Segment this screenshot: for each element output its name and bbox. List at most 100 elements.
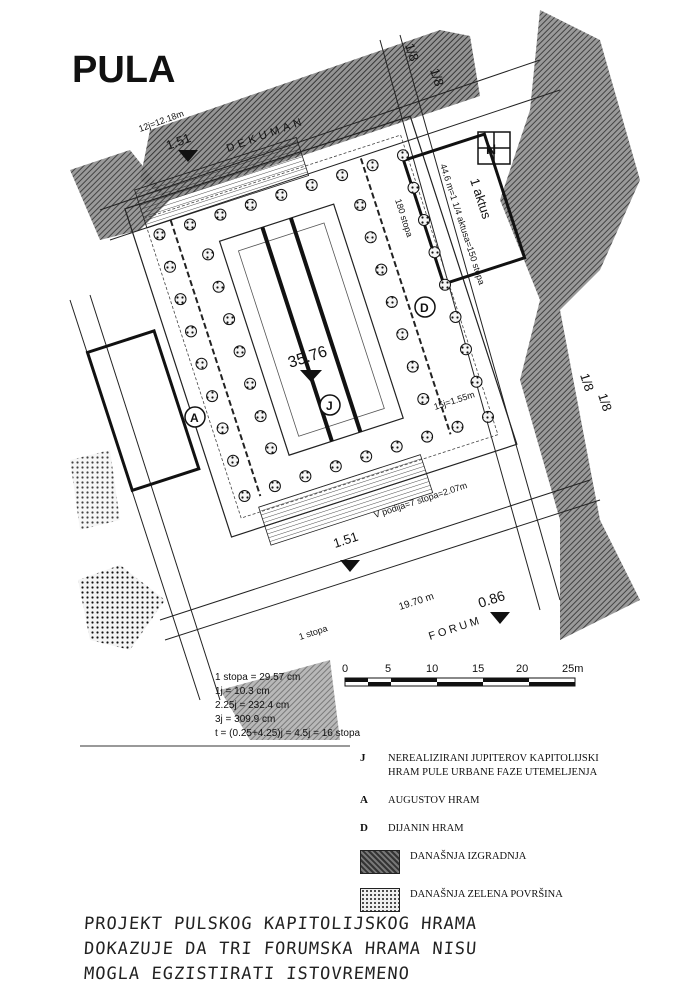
formula-line: 1j = 10.3 cm <box>215 686 270 697</box>
dots-swatch-icon <box>360 888 400 912</box>
column <box>390 440 403 453</box>
column <box>329 460 342 473</box>
column <box>214 208 227 221</box>
legend-text: HRAM PULE URBANE FAZE UTEMELJENJA <box>388 767 598 778</box>
column <box>421 430 434 443</box>
formula-line: 2.25j = 232.4 cm <box>215 700 289 711</box>
column <box>184 218 196 231</box>
column <box>164 260 176 273</box>
dim-180: 180 stopa <box>393 198 415 239</box>
legend-key: A <box>360 794 368 806</box>
legend: J NEREALIZIRANI JUPITEROV KAPITOLIJSKI H… <box>360 752 680 926</box>
column <box>366 159 379 172</box>
column <box>216 422 229 435</box>
column <box>396 328 409 341</box>
column <box>223 313 236 326</box>
column <box>439 278 451 291</box>
temple-markers: A J D <box>178 150 510 624</box>
column <box>360 450 373 463</box>
column <box>460 343 472 356</box>
column <box>299 470 312 483</box>
column <box>417 393 430 405</box>
slope-r2: 1/8 <box>595 391 615 413</box>
colonnade <box>153 149 494 502</box>
column <box>451 420 464 433</box>
legend-item-built: DANAŠNJA IZGRADNJA <box>360 850 680 874</box>
scale-bar: 0 5 10 15 20 25m <box>342 663 583 687</box>
column <box>227 454 240 467</box>
dim-151-bottom: 1.51 <box>331 529 360 551</box>
formula-line: t = (0.25+4.25)j = 4.5j = 16 stopa <box>215 728 361 739</box>
note-line: DOKAZUJE DA TRI FORUMSKA HRAMA NISU <box>83 939 478 959</box>
north-label: N <box>486 141 496 157</box>
legend-key: J <box>360 752 366 764</box>
column <box>244 198 257 211</box>
column <box>206 390 219 403</box>
column <box>397 149 409 162</box>
legend-text: AUGUSTOV HRAM <box>388 795 480 806</box>
hatch-swatch-icon <box>360 850 400 874</box>
column <box>174 293 187 306</box>
column <box>470 375 483 388</box>
column <box>385 296 398 308</box>
unit-formulas: 1 stopa = 29.57 cm 1j = 10.3 cm 2.25j = … <box>215 672 361 739</box>
column <box>418 214 430 226</box>
formula-line: 3j = 309.9 cm <box>215 714 275 725</box>
note-line: PROJEKT PULSKOG KAPITOLIJSKOG HRAMA <box>83 914 478 934</box>
column <box>406 360 419 373</box>
scale-tick: 10 <box>426 663 438 675</box>
marker-j: J <box>326 399 333 413</box>
column <box>185 325 197 338</box>
scale-tick: 15 <box>472 663 484 675</box>
column <box>375 263 388 276</box>
column <box>268 480 281 493</box>
column <box>482 410 494 423</box>
column <box>153 228 166 241</box>
slope-tr: 1/8 <box>427 66 447 88</box>
dim-stopa: 1 stopa <box>298 623 329 642</box>
scale-tick: 20 <box>516 663 528 675</box>
scale-tick: 0 <box>342 663 348 675</box>
column <box>354 199 367 211</box>
marker-a: A <box>190 411 199 425</box>
north-arrow-icon: N <box>477 131 511 165</box>
legend-item-j: J NEREALIZIRANI JUPITEROV KAPITOLIJSKI H… <box>360 752 680 780</box>
column <box>275 188 288 201</box>
dim-1970: 19.70 m <box>398 591 436 613</box>
column <box>244 377 257 390</box>
handwritten-note: PROJEKT PULSKOG KAPITOLIJSKOG HRAMA DOKA… <box>83 912 644 987</box>
column <box>428 246 441 259</box>
column <box>449 311 462 323</box>
dim-15j: 15j=1.55m <box>433 389 476 412</box>
slope-tl: 1/8 <box>402 41 422 63</box>
legend-text: DANAŠNJA ZELENA POVRŠINA <box>410 889 563 900</box>
column <box>233 345 246 358</box>
legend-item-d: D DIJANIN HRAM <box>360 822 680 836</box>
legend-key: D <box>360 822 368 834</box>
green-areas <box>70 450 165 650</box>
legend-text: DIJANIN HRAM <box>388 823 464 834</box>
legend-item-green: DANAŠNJA ZELENA POVRŠINA <box>360 888 680 912</box>
legend-text: DANAŠNJA IZGRADNJA <box>410 851 527 862</box>
forum-label: FORUM <box>427 614 483 643</box>
scale-tick: 5 <box>385 663 391 675</box>
legend-item-a: A AUGUSTOV HRAM <box>360 794 680 808</box>
column <box>238 490 251 502</box>
column <box>336 169 349 182</box>
column <box>195 357 208 370</box>
marker-d: D <box>420 301 429 315</box>
note-line: MOGLA EGZISTIRATI ISTOVREMENO <box>83 964 411 984</box>
slope-r1: 1/8 <box>577 371 597 393</box>
column <box>407 181 420 194</box>
legend-text: NEREALIZIRANI JUPITEROV KAPITOLIJSKI <box>388 753 599 764</box>
dim-forum-height: 0.86 <box>476 587 507 611</box>
column <box>265 442 278 455</box>
column <box>364 231 377 244</box>
formula-line: 1 stopa = 29.57 cm <box>215 672 300 683</box>
plan-title: PULA <box>72 49 175 91</box>
column <box>305 179 318 191</box>
aktus-label: 1 aktus <box>467 176 494 221</box>
scale-tick: 25m <box>562 663 583 675</box>
column <box>212 280 225 293</box>
